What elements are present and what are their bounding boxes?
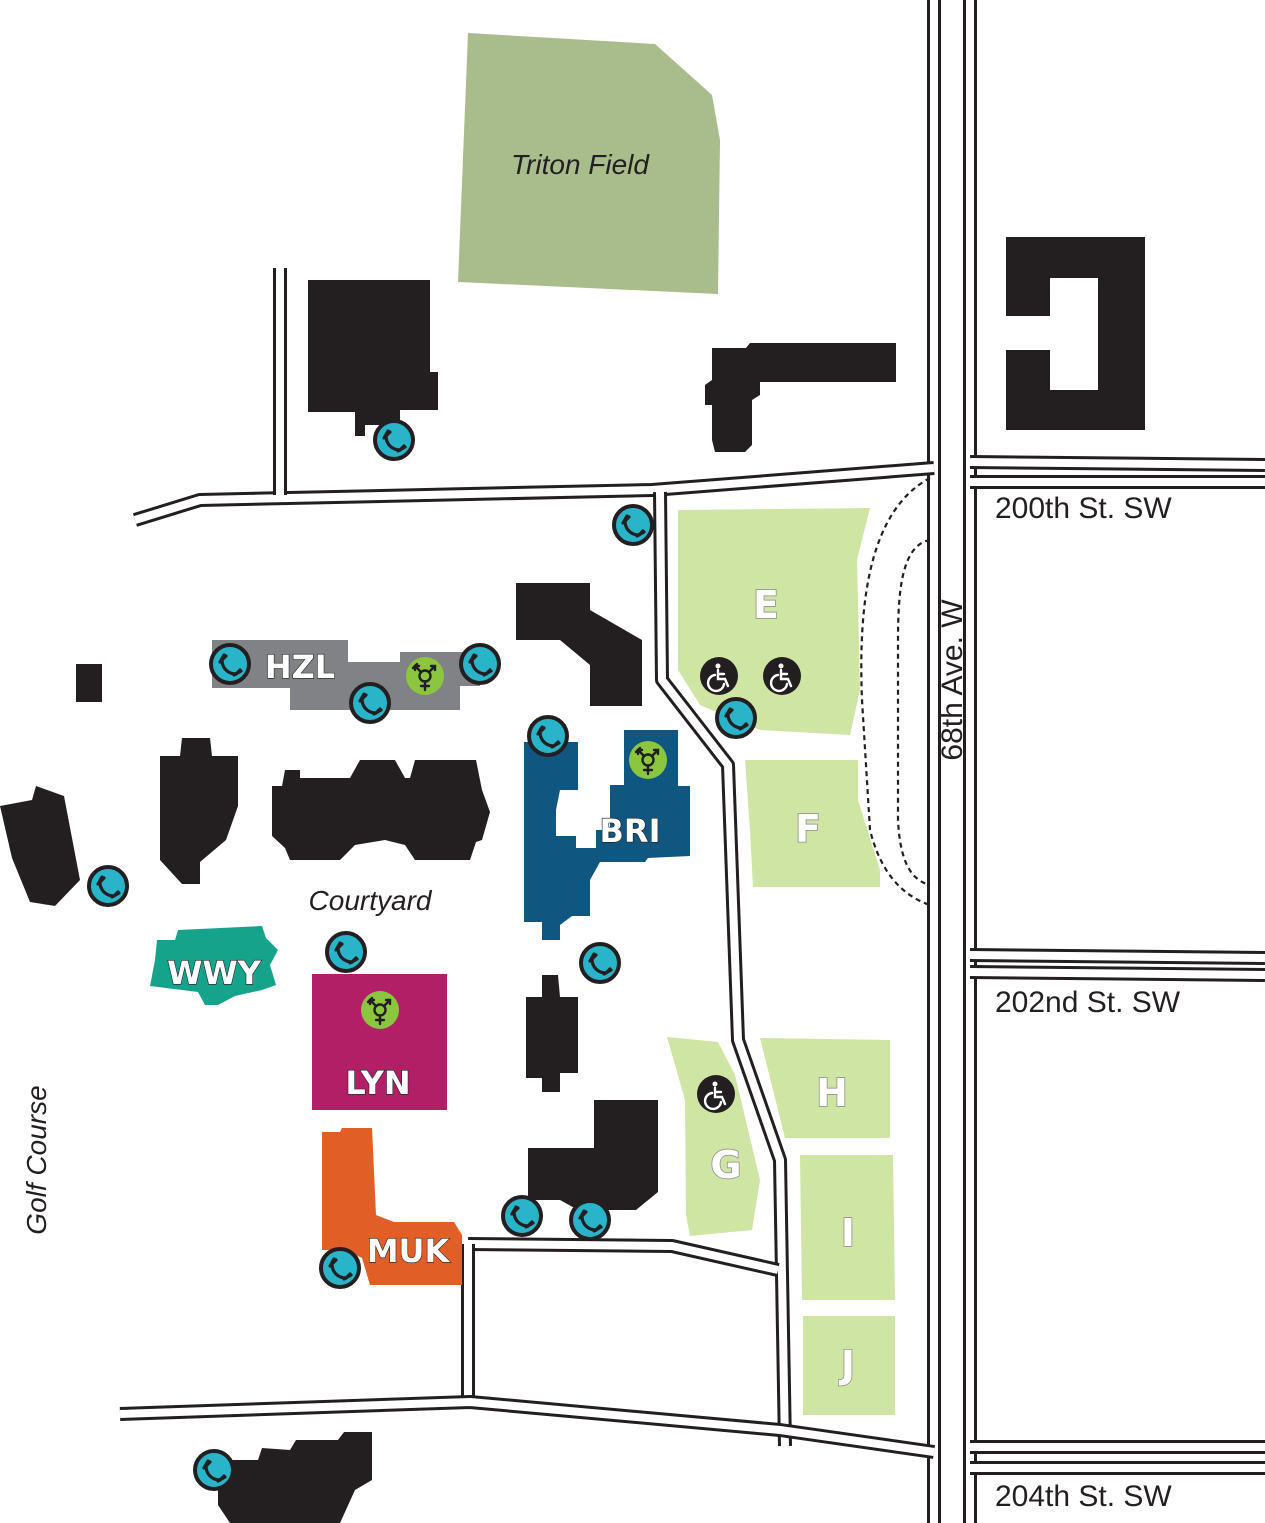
building-west-center[interactable] <box>160 738 238 884</box>
building-north-east[interactable] <box>705 343 896 452</box>
building-hzl[interactable] <box>212 640 480 710</box>
building-north-west[interactable] <box>308 280 438 436</box>
parking-lot-h[interactable] <box>760 1038 890 1138</box>
parking-lot-g[interactable] <box>667 1037 760 1236</box>
street-label-202nd: 202nd St. SW <box>995 986 1181 1019</box>
building-label-wwy: WWY <box>167 954 262 992</box>
parking-lot-i[interactable] <box>800 1155 895 1300</box>
triton-field-label: Triton Field <box>511 149 650 180</box>
golf-course-label: Golf Course <box>21 1085 52 1234</box>
street-label-200th: 200th St. SW <box>995 492 1172 525</box>
wheelchair-accessible-icon[interactable] <box>761 655 803 697</box>
parking-label-j: J <box>838 1343 855 1387</box>
building-south-center[interactable] <box>526 975 578 1092</box>
emergency-phone-icon[interactable] <box>325 931 367 973</box>
courtyard-label: Courtyard <box>309 885 433 916</box>
building-east-block[interactable] <box>1006 237 1145 430</box>
building-south-east[interactable] <box>528 1100 658 1210</box>
building-muk[interactable] <box>322 1128 462 1285</box>
building-bri[interactable] <box>524 730 690 940</box>
building-near-hzl[interactable] <box>516 583 642 706</box>
emergency-phone-icon[interactable] <box>612 504 654 546</box>
map-labels: Triton Field Courtyard Golf Course 200th… <box>21 149 1181 1513</box>
street-label-204th: 204th St. SW <box>995 1480 1172 1513</box>
parking-lots <box>667 508 895 1415</box>
building-label-hzl: HZL <box>265 648 335 686</box>
emergency-phone-icon[interactable] <box>319 1247 361 1289</box>
triton-field[interactable] <box>458 33 720 294</box>
parking-label-h: H <box>816 1071 848 1115</box>
parking-lot-f[interactable] <box>745 760 880 887</box>
parking-label-e: E <box>753 583 779 627</box>
emergency-phone-icon[interactable] <box>569 1199 611 1241</box>
campus-buildings <box>0 237 1145 1523</box>
emergency-phone-icon[interactable] <box>87 865 129 907</box>
wheelchair-accessible-icon[interactable] <box>695 1073 737 1115</box>
road-network <box>119 0 1265 1523</box>
building-label-muk: MUK <box>367 1232 451 1270</box>
all-gender-restroom-icon[interactable] <box>627 739 669 781</box>
emergency-phone-icon[interactable] <box>349 682 391 724</box>
all-gender-restroom-icon[interactable] <box>359 989 401 1031</box>
parking-label-g: G <box>710 1143 741 1187</box>
emergency-phone-icon[interactable] <box>527 715 569 757</box>
building-wwy[interactable] <box>150 926 278 1005</box>
emergency-phone-icon[interactable] <box>459 643 501 685</box>
street-label-68th-ave: 68th Ave. W <box>936 599 969 761</box>
emergency-phone-icon[interactable] <box>193 1449 235 1491</box>
emergency-phone-icon[interactable] <box>373 419 415 461</box>
wheelchair-accessible-icon[interactable] <box>698 655 740 697</box>
building-label-bri: BRI <box>600 812 661 850</box>
parking-label-i: I <box>841 1211 855 1255</box>
parking-label-f: F <box>795 807 821 851</box>
building-label-lyn: LYN <box>345 1064 410 1102</box>
parking-lot-j[interactable] <box>803 1316 895 1415</box>
named-buildings <box>150 640 690 1285</box>
building-center-long[interactable] <box>272 760 490 860</box>
building-small-west[interactable] <box>76 664 102 702</box>
emergency-phone-icon[interactable] <box>715 697 757 739</box>
building-far-west[interactable] <box>0 786 80 906</box>
all-gender-restroom-icon[interactable] <box>404 655 446 697</box>
emergency-phone-icon[interactable] <box>209 643 251 685</box>
emergency-phone-icon[interactable] <box>501 1195 543 1237</box>
building-bottom-west[interactable] <box>218 1432 372 1523</box>
emergency-phone-icon[interactable] <box>579 942 621 984</box>
